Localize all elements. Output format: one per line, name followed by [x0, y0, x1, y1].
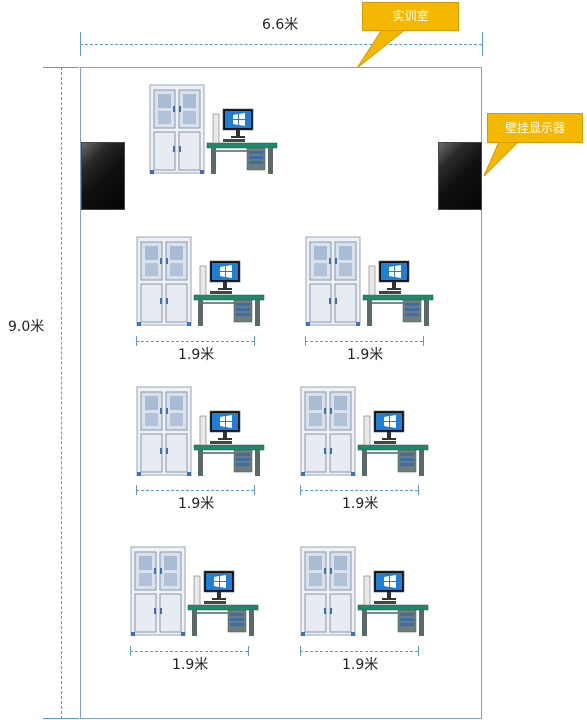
station-dimension-tick-left — [136, 336, 137, 346]
station-dimension-line — [300, 651, 418, 652]
wall-monitor-right — [438, 142, 482, 210]
workstation-r1-left — [136, 236, 265, 330]
station-dimension-label: 1.9米 — [178, 496, 215, 512]
room-width-label: 6.6米 — [262, 17, 299, 33]
station-dimension-line — [136, 341, 254, 342]
station-dimension-tick-left — [300, 646, 301, 656]
room-callout: 实训室 — [362, 2, 459, 31]
desktop-computer-icon — [199, 260, 241, 296]
workbench-desk-icon — [193, 444, 265, 476]
wall-monitor-left — [81, 142, 125, 210]
station-dimension-tick-left — [136, 485, 137, 495]
station-dimension-tick-right — [418, 646, 419, 656]
room-height-dimension-line — [61, 67, 62, 719]
room-callout-pointer — [356, 28, 408, 69]
storage-cabinet-icon — [136, 236, 192, 326]
station-dimension-tick-left — [305, 336, 306, 346]
desktop-computer-icon — [368, 260, 410, 296]
storage-cabinet-icon — [305, 236, 361, 326]
station-dimension-line — [300, 490, 418, 491]
workstation-top — [149, 84, 278, 178]
room-width-tick-right — [482, 32, 483, 56]
station-dimension-tick-right — [254, 485, 255, 495]
workbench-desk-icon — [357, 604, 429, 636]
station-dimension-label: 1.9米 — [347, 347, 384, 363]
storage-cabinet-icon — [136, 386, 192, 476]
workstation-r1-right — [305, 236, 434, 330]
desktop-computer-icon — [363, 570, 405, 606]
workstation-r3-right — [300, 546, 429, 640]
station-dimension-line — [305, 341, 423, 342]
room-height-label: 9.0米 — [8, 316, 45, 336]
room-height-tick-bottom — [43, 718, 79, 719]
room-width-tick-left — [80, 32, 81, 56]
workbench-desk-icon — [362, 294, 434, 326]
desktop-computer-icon — [363, 410, 405, 446]
workbench-desk-icon — [187, 604, 259, 636]
station-dimension-label: 1.9米 — [342, 657, 379, 673]
desktop-computer-icon — [212, 108, 254, 144]
station-dimension-tick-right — [418, 485, 419, 495]
workbench-desk-icon — [193, 294, 265, 326]
station-dimension-label: 1.9米 — [172, 657, 209, 673]
workstation-r2-left — [136, 386, 265, 480]
station-dimension-label: 1.9米 — [342, 496, 379, 512]
station-dimension-tick-right — [254, 336, 255, 346]
storage-cabinet-icon — [149, 84, 205, 174]
storage-cabinet-icon — [300, 386, 356, 476]
desktop-computer-icon — [193, 570, 235, 606]
station-dimension-line — [136, 490, 254, 491]
station-dimension-tick-left — [130, 646, 131, 656]
storage-cabinet-icon — [130, 546, 186, 636]
workbench-desk-icon — [357, 444, 429, 476]
station-dimension-tick-right — [248, 646, 249, 656]
station-dimension-tick-right — [423, 336, 424, 346]
room-height-tick-top — [43, 67, 79, 68]
workbench-desk-icon — [206, 142, 278, 174]
station-dimension-label: 1.9米 — [178, 347, 215, 363]
desktop-computer-icon — [199, 410, 241, 446]
training-room-outline — [80, 67, 482, 719]
workstation-r2-right — [300, 386, 429, 480]
wall-display-callout: 壁挂显示器 — [487, 113, 583, 143]
storage-cabinet-icon — [300, 546, 356, 636]
station-dimension-line — [130, 651, 248, 652]
room-width-dimension-line — [80, 44, 482, 45]
workstation-r3-left — [130, 546, 259, 640]
station-dimension-tick-left — [300, 485, 301, 495]
